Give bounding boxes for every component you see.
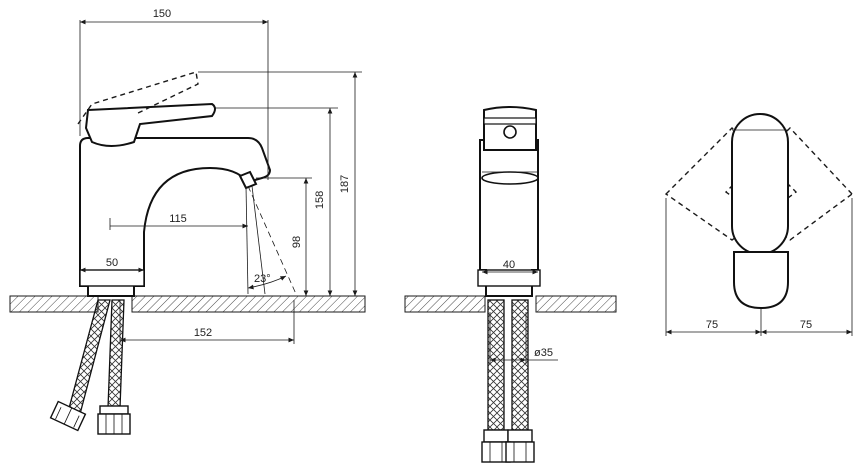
label-152: 152 <box>194 327 212 339</box>
label-158: 158 <box>314 191 326 209</box>
dim-top-75: 75 75 <box>665 198 853 336</box>
label-23deg: 23° <box>254 273 271 285</box>
dim-height-187: 187 <box>198 71 362 297</box>
dim-front-40: 40 <box>482 259 538 275</box>
hose-left-side <box>49 299 111 432</box>
label-98: 98 <box>291 236 303 248</box>
side-view: 150 187 158 98 115 5 <box>9 8 366 435</box>
dim-hole-35: ø35 <box>489 312 558 364</box>
dim-height-158: 158 <box>214 107 338 296</box>
countertop-front <box>404 295 617 313</box>
label-35: ø35 <box>534 347 553 359</box>
label-115: 115 <box>169 213 187 225</box>
dim-height-98: 98 <box>256 177 312 296</box>
hose-right-side <box>97 299 131 435</box>
label-75-right: 75 <box>800 319 812 331</box>
dim-reach-115: 115 <box>109 213 248 230</box>
dim-reach-152: 152 <box>119 300 295 344</box>
countertop-side <box>9 295 366 313</box>
label-187: 187 <box>339 175 351 193</box>
label-40: 40 <box>503 259 515 271</box>
dim-base-50: 50 <box>80 257 144 273</box>
dim-angle-23: 23° <box>247 273 287 290</box>
label-150: 150 <box>153 8 171 20</box>
label-75-left: 75 <box>706 319 718 331</box>
hoses-front <box>481 299 535 463</box>
label-50: 50 <box>106 257 118 269</box>
front-view: 40 ø35 <box>404 106 617 463</box>
faucet-body-front <box>477 106 541 297</box>
dim-width-150: 150 <box>79 8 269 180</box>
top-view: 75 75 <box>664 113 854 336</box>
